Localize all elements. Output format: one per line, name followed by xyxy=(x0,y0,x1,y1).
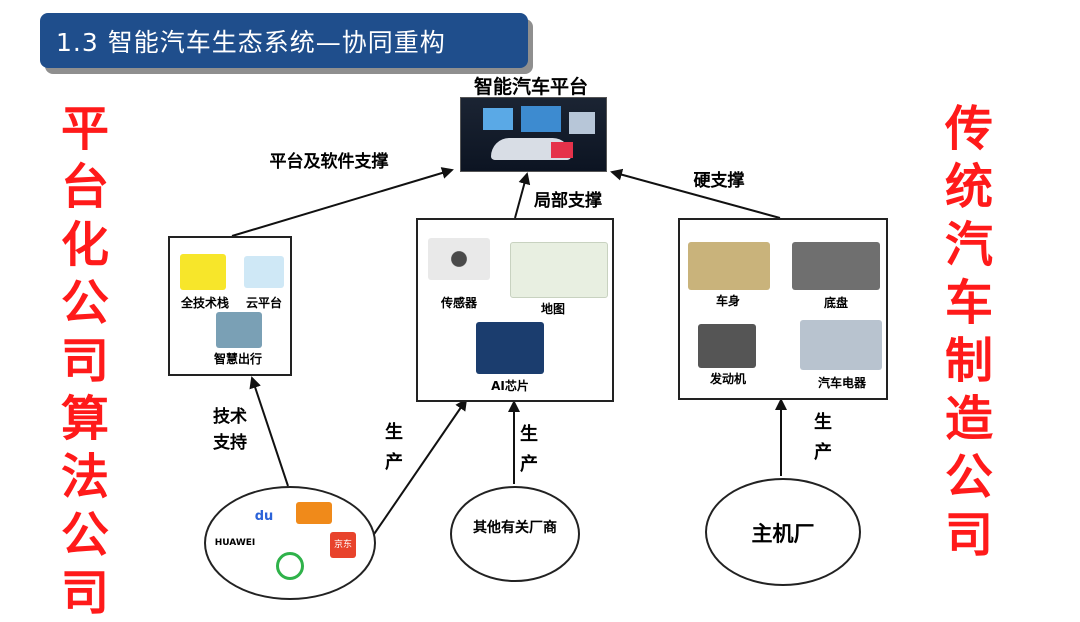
right-side-text: 传统汽车制造公司 xyxy=(944,101,993,563)
arrow-tech-support xyxy=(249,376,289,487)
item-cloud-platform: 云平台 xyxy=(245,296,282,310)
title-banner: 1.3 智能汽车生态系统—协同重构 xyxy=(40,13,528,68)
platform-title: 智能汽车平台 xyxy=(473,76,588,98)
item-smart-mobility: 智慧出行 xyxy=(213,352,262,366)
item-car-electrics: 汽车电器 xyxy=(817,376,866,390)
left-side-text: 平台化公司 算法公司 xyxy=(60,101,109,621)
car-body-image xyxy=(688,242,770,290)
engine-image xyxy=(698,324,756,368)
tencent-logo xyxy=(276,552,304,580)
item-chassis: 底盘 xyxy=(823,296,848,310)
baidu-logo: du xyxy=(254,509,274,524)
smart-mobility-image xyxy=(216,312,262,348)
connector-lines xyxy=(231,167,787,541)
other-suppliers-label: 其他有关厂商 xyxy=(473,520,557,536)
item-sensor: 传感器 xyxy=(440,296,477,310)
label-produce-middle: 生产 xyxy=(520,424,538,475)
label-partial-support: 局部支撑 xyxy=(534,191,602,211)
oem-label: 主机厂 xyxy=(751,522,815,546)
companies-ellipse: du HUAWEI 京东 xyxy=(204,486,376,600)
arrow-platform-software xyxy=(231,167,454,237)
item-engine: 发动机 xyxy=(709,372,746,386)
jd-logo: 京东 xyxy=(330,532,356,558)
item-map: 地图 xyxy=(540,302,565,316)
arrow-hardware-support xyxy=(610,168,781,219)
car-parts-box: 车身 底盘 发动机 汽车电器 xyxy=(678,218,888,400)
full-stack-image xyxy=(180,254,226,290)
item-ai-chip: AI芯片 xyxy=(491,379,529,393)
chassis-image xyxy=(792,242,880,290)
huawei-logo: HUAWEI xyxy=(214,538,256,548)
sensor-image xyxy=(428,238,490,280)
item-full-stack: 全技术栈 xyxy=(180,296,229,310)
alibaba-logo xyxy=(296,502,332,524)
label-produce-left: 生产 xyxy=(385,422,403,473)
item-car-body: 车身 xyxy=(715,294,740,308)
arrow-produce-left xyxy=(369,398,468,541)
label-tech-support: 技术支持 xyxy=(213,407,247,453)
cloud-image xyxy=(244,256,284,288)
oem-ellipse: 主机厂 xyxy=(705,478,861,586)
sensors-box: 传感器 地图 AI芯片 xyxy=(416,218,614,402)
label-platform-software: 平台及软件支撑 xyxy=(269,152,389,172)
page-title: 1.3 智能汽车生态系统—协同重构 xyxy=(56,28,446,57)
label-produce-right: 生产 xyxy=(814,412,832,463)
ai-chip-image xyxy=(476,322,544,374)
electrics-image xyxy=(800,320,882,370)
platform-image xyxy=(460,97,607,172)
arrow-partial-support xyxy=(514,172,531,219)
other-suppliers-ellipse: 其他有关厂商 xyxy=(450,486,580,582)
map-image xyxy=(510,242,608,298)
label-hardware-support: 硬支撑 xyxy=(693,171,745,191)
platform-services-box: 全技术栈 云平台 智慧出行 xyxy=(168,236,292,376)
